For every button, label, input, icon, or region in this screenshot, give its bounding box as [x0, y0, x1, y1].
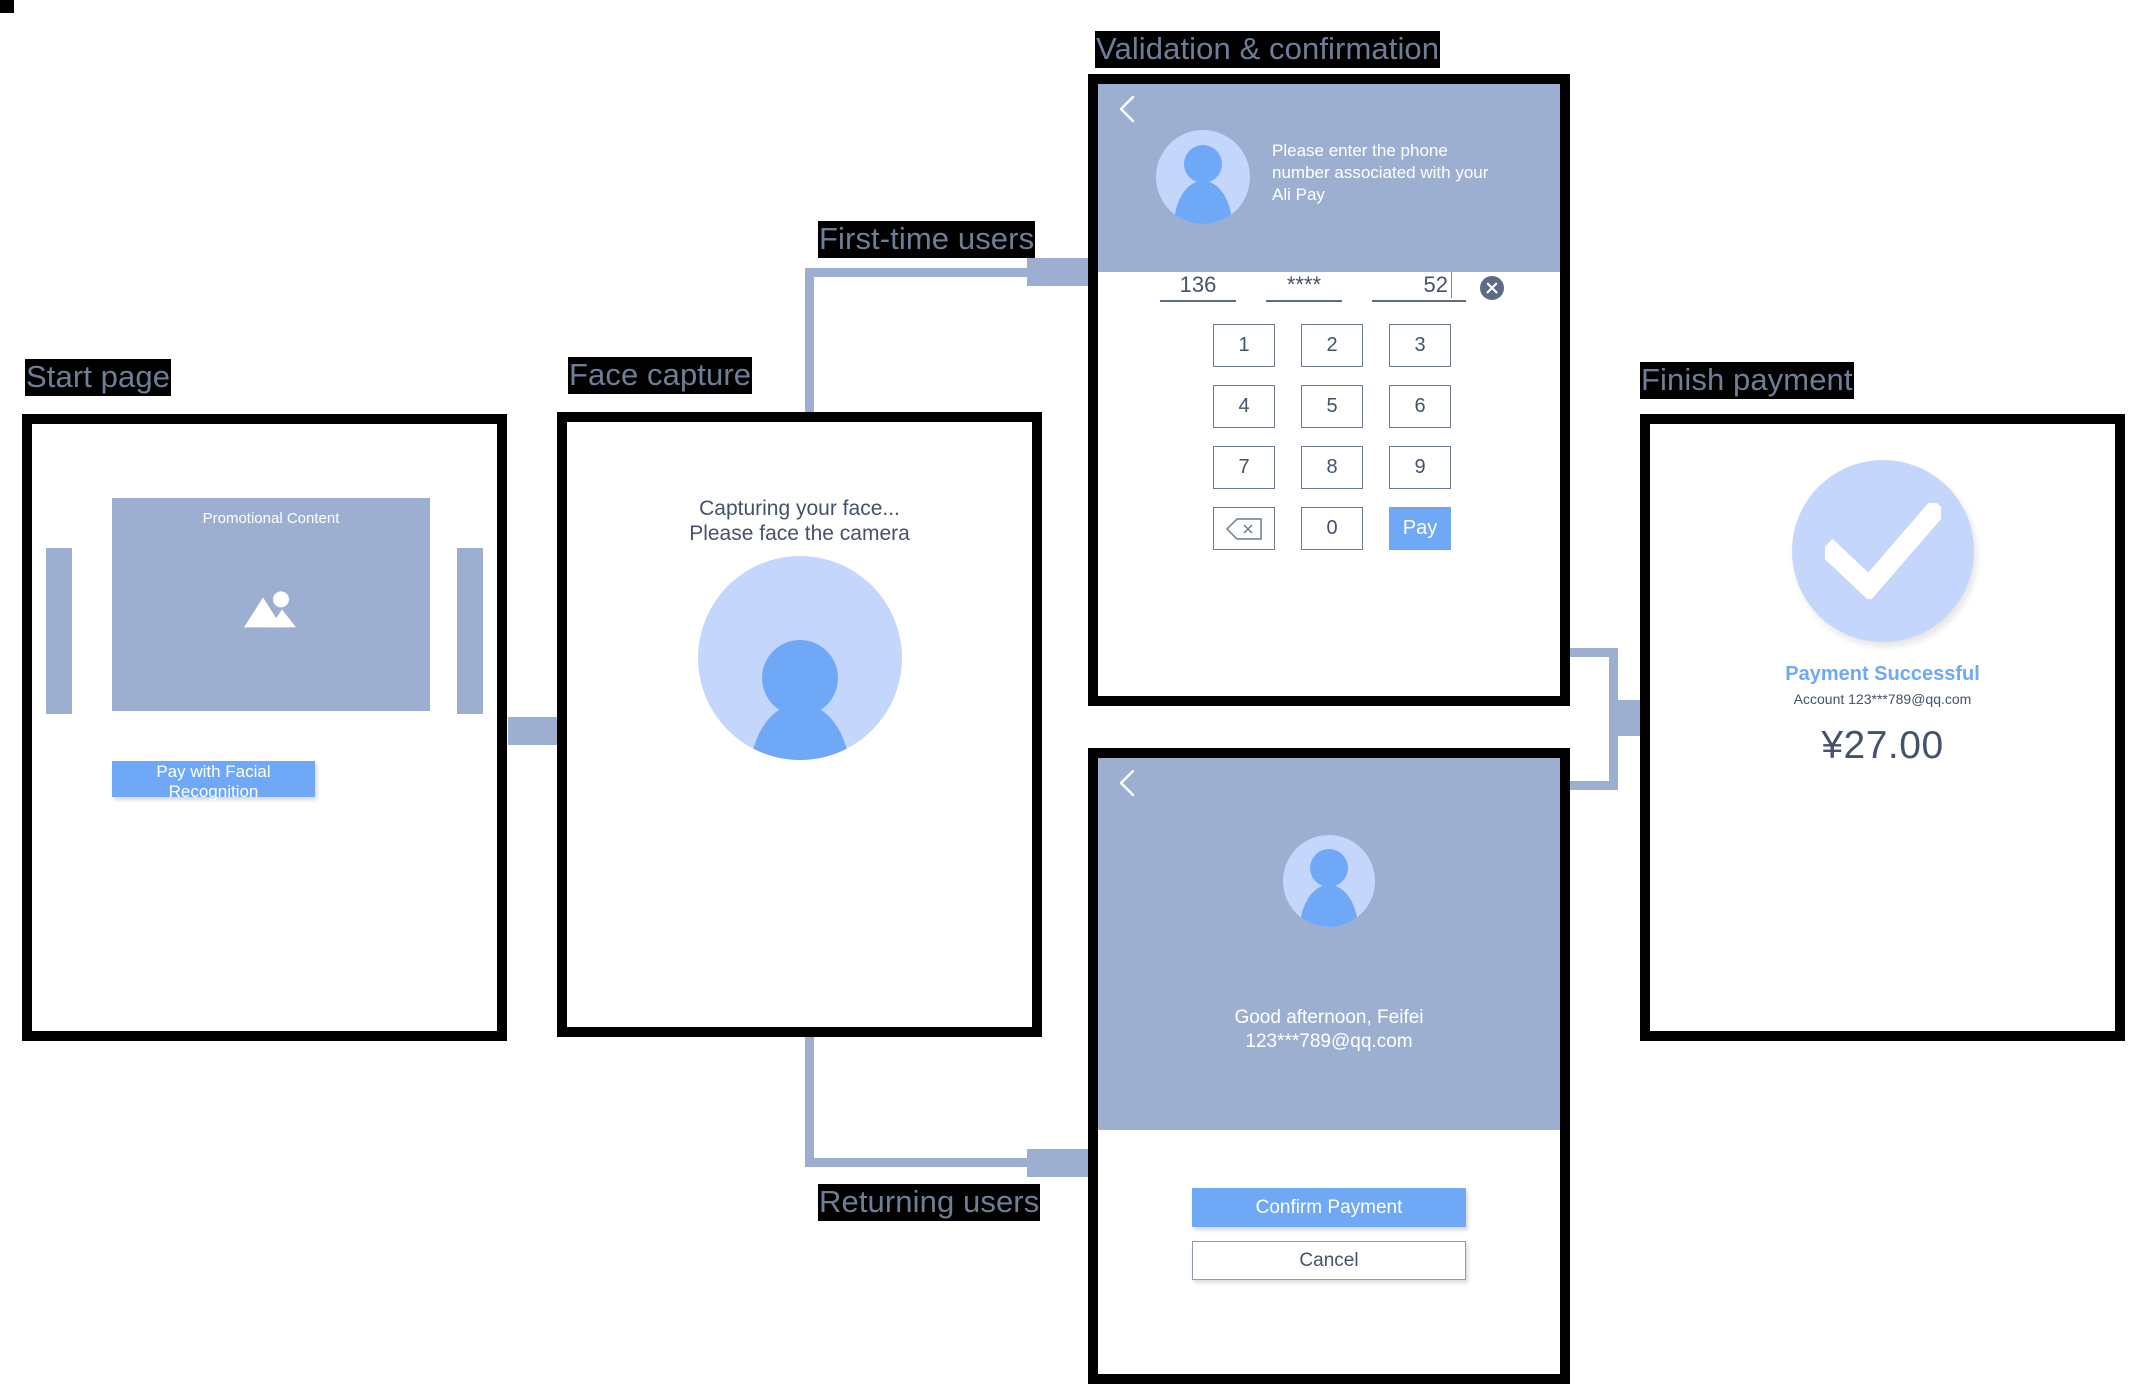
key-4[interactable]: 4: [1213, 385, 1275, 428]
key-9[interactable]: 9: [1389, 446, 1451, 489]
confirm-payment-button[interactable]: Confirm Payment: [1192, 1188, 1466, 1227]
phone-number-input-row: 136 **** 52: [1098, 272, 1560, 302]
corner-marker: [0, 0, 14, 13]
payment-success-account: Account 123***789@qq.com: [1793, 691, 1972, 707]
connector-label-first-time: First-time users: [818, 221, 1036, 258]
person-avatar-icon: [1174, 145, 1232, 224]
connector-capture-down-stub: [1027, 1149, 1089, 1177]
connector-capture-down-horizontal: [805, 1158, 1027, 1167]
capture-instructions: Capturing your face... Please face the c…: [567, 496, 1032, 546]
text-caret: [1451, 272, 1452, 298]
key-5[interactable]: 5: [1301, 385, 1363, 428]
face-capture-viewport: [697, 556, 902, 760]
connector-capture-down-vertical: [805, 1035, 814, 1166]
capture-line-2: Please face the camera: [689, 522, 910, 545]
caption-finish-payment: Finish payment: [1640, 362, 1854, 399]
screen-start-page: Promotional Content Pay with Facial Reco…: [22, 414, 507, 1041]
person-icon: [750, 640, 849, 760]
promo-nav-right[interactable]: [457, 548, 483, 714]
key-8[interactable]: 8: [1301, 446, 1363, 489]
confirm-actions: Confirm Payment Cancel: [1098, 1188, 1560, 1280]
payment-success-title: Payment Successful: [1785, 663, 1980, 685]
key-3[interactable]: 3: [1389, 324, 1451, 367]
key-2[interactable]: 2: [1301, 324, 1363, 367]
user-avatar: [1156, 130, 1250, 224]
connector-validation-out: [1562, 648, 1616, 657]
phone-part-2[interactable]: ****: [1266, 272, 1342, 302]
validation-prompt: Please enter the phone number associated…: [1272, 141, 1489, 204]
pay-with-facial-recognition-button[interactable]: Pay with Facial Recognition: [112, 761, 315, 801]
connector-start-to-capture: [508, 717, 558, 745]
cancel-button[interactable]: Cancel: [1192, 1241, 1466, 1280]
screen-face-capture: Capturing your face... Please face the c…: [557, 412, 1042, 1037]
key-1[interactable]: 1: [1213, 324, 1275, 367]
promotional-content-card[interactable]: Promotional Content: [112, 498, 430, 711]
phone-part-3[interactable]: 52: [1372, 272, 1466, 302]
phone-part-3-value: 52: [1423, 272, 1448, 297]
connector-confirm-out: [1562, 781, 1616, 790]
key-7[interactable]: 7: [1213, 446, 1275, 489]
back-chevron-icon[interactable]: [1116, 94, 1138, 124]
image-placeholder-icon: [244, 590, 296, 627]
screen-confirm-payment: Good afternoon, Feifei 123***789@qq.com …: [1088, 748, 1570, 1384]
success-badge: [1791, 460, 1974, 642]
connector-label-returning: Returning users: [818, 1184, 1041, 1221]
promo-nav-left[interactable]: [46, 548, 72, 714]
key-pay[interactable]: Pay: [1389, 507, 1451, 550]
account-line: 123***789@qq.com: [1245, 1031, 1413, 1052]
connector-capture-up-vertical: [805, 268, 814, 413]
checkmark-icon: [1824, 503, 1941, 599]
screen-payment-success: Payment Successful Account 123***789@qq.…: [1640, 414, 2125, 1041]
back-chevron-icon[interactable]: [1116, 768, 1138, 798]
promo-label: Promotional Content: [202, 510, 340, 527]
backspace-icon: [1226, 517, 1262, 540]
numeric-keypad: 1 2 3 4 5 6 7 8 9: [1098, 324, 1560, 550]
connector-capture-up-horizontal: [805, 268, 1027, 277]
key-backspace[interactable]: [1213, 507, 1275, 550]
greeting-block: Good afternoon, Feifei 123***789@qq.com: [1098, 1006, 1560, 1054]
connector-capture-up-stub: [1027, 258, 1089, 286]
key-6[interactable]: 6: [1389, 385, 1451, 428]
caption-start-page: Start page: [25, 359, 172, 396]
validation-header: Please enter the phone number associated…: [1098, 84, 1560, 272]
capture-line-1: Capturing your face...: [699, 497, 900, 520]
phone-part-1[interactable]: 136: [1160, 272, 1236, 302]
caption-face-capture: Face capture: [568, 357, 753, 394]
payment-amount: ¥27.00: [1821, 724, 1944, 767]
confirm-header: Good afternoon, Feifei 123***789@qq.com: [1098, 758, 1560, 1130]
clear-circle-x-icon[interactable]: [1480, 276, 1504, 300]
keypad-area: 136 **** 52 1 2 3 4 5 6 7 8: [1098, 272, 1560, 550]
user-avatar: [1283, 835, 1375, 927]
screen-validation-keypad: Please enter the phone number associated…: [1088, 74, 1570, 706]
caption-validation: Validation & confirmation: [1095, 31, 1441, 68]
greeting-line: Good afternoon, Feifei: [1234, 1007, 1424, 1028]
key-0[interactable]: 0: [1301, 507, 1363, 550]
person-avatar-icon: [1300, 849, 1358, 927]
